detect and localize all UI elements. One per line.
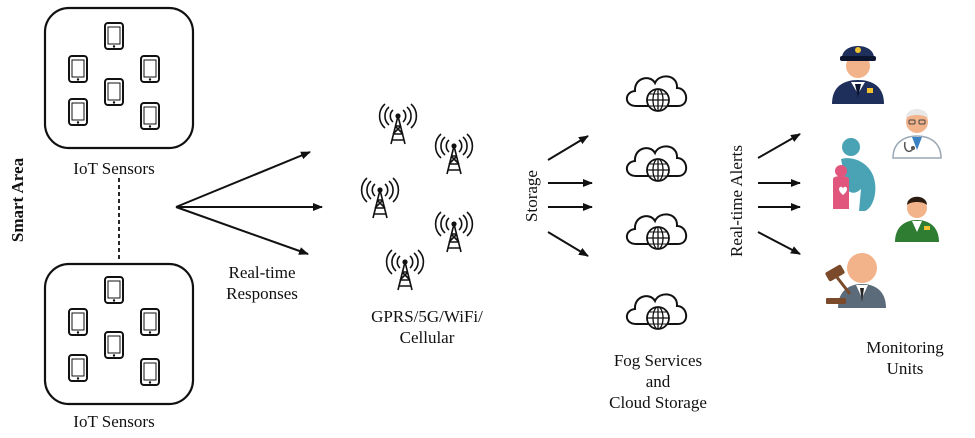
alert-arrows [757, 133, 801, 255]
police-officer-icon [832, 46, 884, 104]
smartphone-icon [140, 102, 160, 130]
fog-label-line1: Fog Services [613, 351, 703, 370]
cell-tower-icon [378, 103, 418, 145]
arrow-to-fog-4 [547, 231, 589, 257]
network-label: GPRS/5G/WiFi/ Cellular [371, 306, 483, 348]
sensor-label-bottom: IoT Sensors [73, 412, 155, 431]
monitoring-label-line1: Monitoring [866, 338, 944, 357]
caregiver-family-icon [833, 138, 876, 211]
fog-label-line3: Cloud Storage [609, 393, 707, 412]
fog-label: Fog Services and Cloud Storage [609, 350, 707, 413]
network-label-line1: GPRS/5G/WiFi/ [371, 307, 483, 326]
smartphone-icon [68, 354, 88, 382]
cell-tower-icon [385, 249, 425, 291]
responses-label-line1: Real-time [228, 263, 296, 282]
sensor-box-top [43, 6, 195, 150]
cloud-globe-icon [625, 213, 688, 250]
side-label-smart-area: Smart Area [8, 157, 27, 243]
arrow-to-network-down [175, 206, 309, 255]
arrow-to-fog-1 [547, 135, 589, 161]
smartphone-icon [140, 358, 160, 386]
smartphone-icon [68, 308, 88, 336]
cloud-globe-icon [625, 293, 688, 330]
smartphone-icon [68, 55, 88, 83]
smartphone-icon [104, 276, 124, 304]
smartphone-icon [104, 22, 124, 50]
sensor-box-bottom [43, 262, 195, 406]
storage-label: Storage [522, 170, 541, 222]
network-towers [360, 103, 474, 291]
monitoring-label-line2: Units [886, 359, 924, 378]
network-label-line2: Cellular [399, 328, 455, 347]
cell-tower-icon [360, 177, 400, 219]
storage-arrows [547, 135, 593, 257]
responses-label-line2: Responses [226, 284, 298, 303]
smartphone-icon [140, 55, 160, 83]
smartphone-icon [68, 98, 88, 126]
smartphone-icon [104, 78, 124, 106]
responses-label: Real-time Responses [226, 262, 298, 304]
fog-label-line2: and [645, 372, 671, 391]
cloud-globe-icon [625, 145, 688, 182]
arrow-to-monitor-1 [757, 133, 801, 159]
sensor-group-bottom [43, 262, 195, 406]
cell-tower-icon [434, 211, 474, 253]
doctor-icon [892, 109, 942, 159]
arrow-to-network-up [175, 151, 311, 208]
smartphone-icon [104, 331, 124, 359]
cloud-globe-icon [625, 75, 688, 112]
judge-gavel-icon [825, 253, 886, 308]
sensor-label-top: IoT Sensors [73, 159, 155, 178]
security-guard-icon [895, 196, 939, 242]
cell-tower-icon [434, 133, 474, 175]
sensor-group-top [43, 6, 195, 150]
alerts-label: Real-time Alerts [727, 145, 746, 257]
arrow-to-monitor-4 [757, 231, 801, 255]
fog-cloud-nodes [625, 75, 688, 330]
response-arrows [175, 151, 323, 255]
smartphone-icon [140, 308, 160, 336]
monitoring-label: Monitoring Units [866, 337, 943, 379]
